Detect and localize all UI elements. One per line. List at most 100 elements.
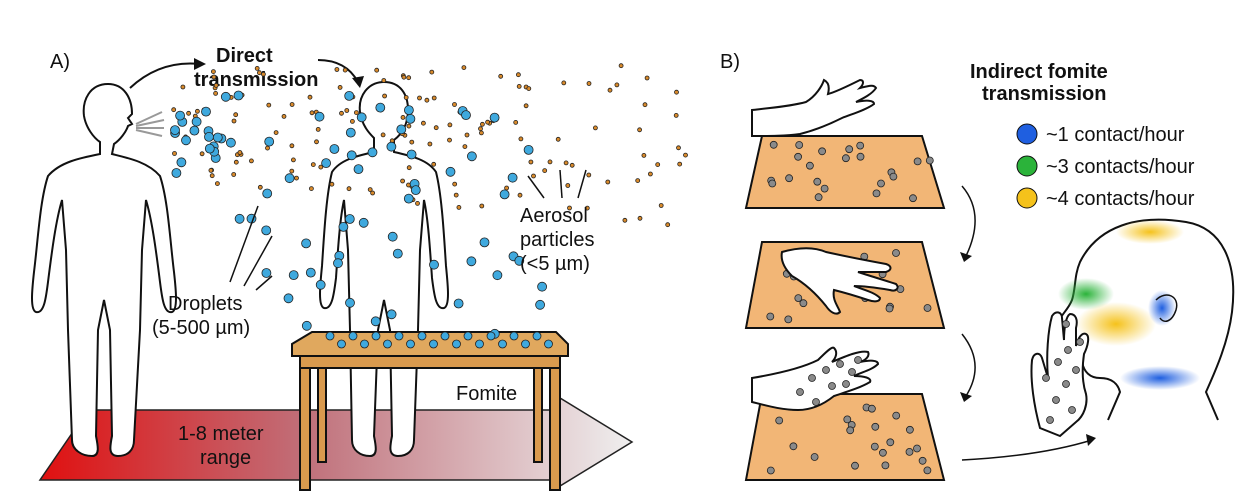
- virus-particle: [906, 425, 914, 434]
- aerosol-particle: [526, 86, 532, 91]
- droplet-particle: [176, 157, 187, 168]
- aerosol-particle: [516, 72, 521, 78]
- aerosol-particle: [424, 97, 430, 103]
- droplet-on-table: [498, 339, 507, 349]
- droplet-particles: [170, 90, 553, 349]
- aerosol-particle: [478, 130, 484, 136]
- aerosol-particle: [186, 110, 192, 116]
- droplet-particle: [514, 255, 525, 266]
- droplet-particle: [288, 270, 299, 281]
- face-hand-virus-particle: [1042, 374, 1050, 382]
- virus-particle: [879, 448, 887, 457]
- aerosol-particle: [517, 192, 523, 198]
- droplet-particle: [315, 279, 326, 290]
- droplet-on-table: [532, 331, 542, 341]
- virus-particle: [886, 438, 895, 447]
- droplet-on-table: [360, 339, 369, 349]
- droplet-particle: [344, 214, 355, 224]
- virus-particle: [913, 157, 922, 166]
- aerosol-particle: [478, 126, 483, 132]
- aerosol-particle: [531, 173, 536, 179]
- virus-particle: [846, 426, 855, 435]
- droplet-particle: [175, 110, 186, 121]
- virus-particle: [909, 194, 917, 203]
- droplet-on-table: [509, 331, 519, 341]
- aerosol-particle: [254, 66, 260, 71]
- aerosol-particle: [676, 145, 681, 151]
- aerosol-particle: [586, 172, 592, 178]
- droplet-particle: [406, 149, 417, 160]
- aerosol-particle: [266, 102, 272, 108]
- droplet-on-table: [486, 331, 496, 341]
- droplet-on-table: [521, 339, 530, 349]
- aerosol-particle: [314, 139, 319, 145]
- virus-particle: [856, 141, 865, 150]
- legend-swatch-green: [1016, 155, 1038, 177]
- aerosol-particle: [464, 132, 470, 138]
- droplets-label-line2: (5-500 µm): [152, 317, 250, 339]
- aerosol-particle: [406, 165, 412, 171]
- droplet-particle: [489, 112, 500, 123]
- virus-particle: [905, 447, 914, 456]
- droplet-particle: [387, 231, 398, 242]
- virus-particle: [799, 299, 808, 308]
- droplet-particle: [453, 298, 464, 309]
- face-hand-virus-particle: [1054, 358, 1062, 366]
- aerosol-particle: [342, 67, 348, 73]
- aerosol-pointers: [527, 169, 587, 199]
- infected-person-silhouette: [31, 82, 177, 458]
- aerosol-particle: [655, 162, 661, 168]
- aerosol-particle: [349, 119, 355, 124]
- hand-virus-particle: [842, 380, 850, 388]
- panel-a-label: A): [50, 51, 70, 73]
- aerosol-particle: [211, 74, 217, 80]
- droplet-particle: [321, 158, 332, 169]
- droplet-on-table: [417, 331, 427, 341]
- droplet-on-table: [452, 339, 461, 349]
- head-profile: [1058, 218, 1235, 421]
- droplet-particle: [261, 225, 272, 236]
- aerosol-particle: [516, 84, 522, 89]
- droplet-on-table: [337, 339, 346, 349]
- droplet-particle: [499, 189, 510, 200]
- aerosol-particle: [214, 181, 220, 187]
- direct-title-line1: Direct: [216, 45, 273, 67]
- droplet-on-table: [348, 331, 358, 341]
- face-hand-virus-particle: [1068, 406, 1076, 414]
- virus-particle: [794, 294, 803, 303]
- droplet-pointers: [229, 205, 273, 291]
- aerosol-particle: [273, 130, 279, 136]
- aerosol-particle: [256, 70, 262, 76]
- droplet-particle: [191, 116, 202, 127]
- virus-particle: [845, 145, 854, 154]
- droplet-particle: [445, 166, 456, 177]
- aerosol-particle: [642, 102, 648, 108]
- range-label-line1: 1-8 meter: [178, 423, 264, 445]
- aerosol-particle: [210, 69, 216, 74]
- aerosol-particle: [504, 185, 510, 191]
- droplet-on-table: [440, 331, 450, 341]
- droplet-particle: [262, 188, 273, 199]
- aerosol-particle: [281, 114, 287, 119]
- hand-virus-particle: [812, 398, 820, 406]
- face-hand-virus-particle: [1072, 366, 1080, 374]
- virus-particle: [881, 461, 890, 470]
- aerosol-particle: [315, 126, 321, 132]
- droplet-particle: [233, 90, 244, 101]
- droplet-particle: [507, 172, 518, 183]
- aerosol-particle: [683, 152, 688, 158]
- aerosol-particle: [233, 159, 239, 165]
- aerosol-particle: [248, 158, 254, 164]
- virus-particle: [795, 141, 804, 149]
- aerosol-particle: [584, 205, 590, 211]
- droplet-on-table: [383, 339, 392, 349]
- aerosol-label-line1: Aerosol: [520, 205, 588, 227]
- aerosol-particle: [417, 95, 422, 101]
- virus-particle: [813, 177, 822, 186]
- aerosol-particle: [456, 204, 462, 210]
- aerosol-particle: [318, 164, 324, 170]
- droplet-particle: [333, 258, 343, 269]
- face-hand-virus-particle: [1052, 396, 1060, 404]
- droplet-on-table: [394, 331, 404, 341]
- droplet-particle: [479, 237, 490, 248]
